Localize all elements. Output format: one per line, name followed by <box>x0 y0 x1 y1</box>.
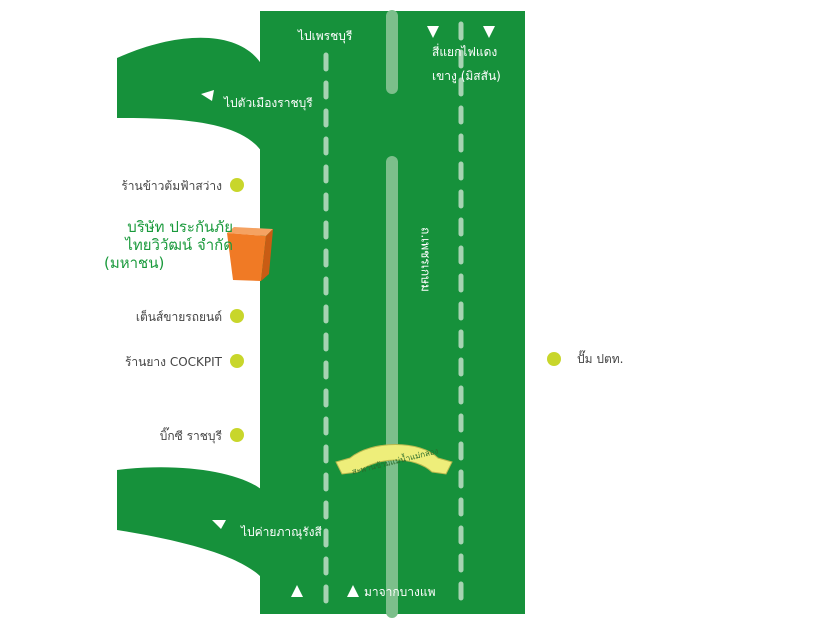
company-name-line1: บริษัท ประกันภัย <box>127 218 233 236</box>
label-to-phetchaburi: ไปเพรชบุรี <box>298 29 353 43</box>
arrow-left-icon <box>212 520 226 529</box>
branch-road-lower <box>117 467 262 578</box>
label-from-bang-phae: มาจากบางแพ <box>364 585 436 599</box>
landmark-label: ปั๊ม ปตท. <box>577 352 624 366</box>
arrow-down-icon <box>427 26 439 38</box>
landmark-label: เต็นส์ขายรถยนต์ <box>135 310 222 324</box>
bridge-shape <box>335 444 453 475</box>
label-highway-name: ถ.เพชรเกษม <box>418 227 433 292</box>
landmark-label: ร้านข้าวต้มฟ้าสว่าง <box>121 179 222 193</box>
arrow-up-icon <box>347 585 359 597</box>
company-name-line2: ไทยวิวัฒน์ จำกัด <box>125 236 233 254</box>
company-name-line3: (มหาชน) <box>104 254 165 272</box>
arrow-up-icon <box>291 585 303 597</box>
label-to-camp: ไปค่ายภาณุรังสี <box>241 525 322 539</box>
label-intersection-line2: เขางู (มิสสัน) <box>432 69 501 83</box>
dot-marker-icon <box>230 428 244 442</box>
label-to-ratchaburi-city: ไปตัวเมืองราชบุรี <box>224 96 313 110</box>
label-intersection-line1: สี่แยกไฟแดง <box>432 45 498 59</box>
branch-road-upper <box>117 37 262 152</box>
building-icon <box>227 227 273 281</box>
company-name: บริษัท ประกันภัย ไทยวิวัฒน์ จำกัด (มหาชน… <box>98 218 233 272</box>
dot-marker-icon <box>547 352 561 366</box>
landmark-label: ร้านยาง COCKPIT <box>124 355 222 369</box>
dot-marker-icon <box>230 178 244 192</box>
dot-marker-icon <box>230 309 244 323</box>
arrow-down-icon <box>483 26 495 38</box>
dot-marker-icon <box>230 354 244 368</box>
arrow-left-icon <box>201 90 214 101</box>
landmark-label: บิ๊กซี ราชบุรี <box>159 429 222 443</box>
